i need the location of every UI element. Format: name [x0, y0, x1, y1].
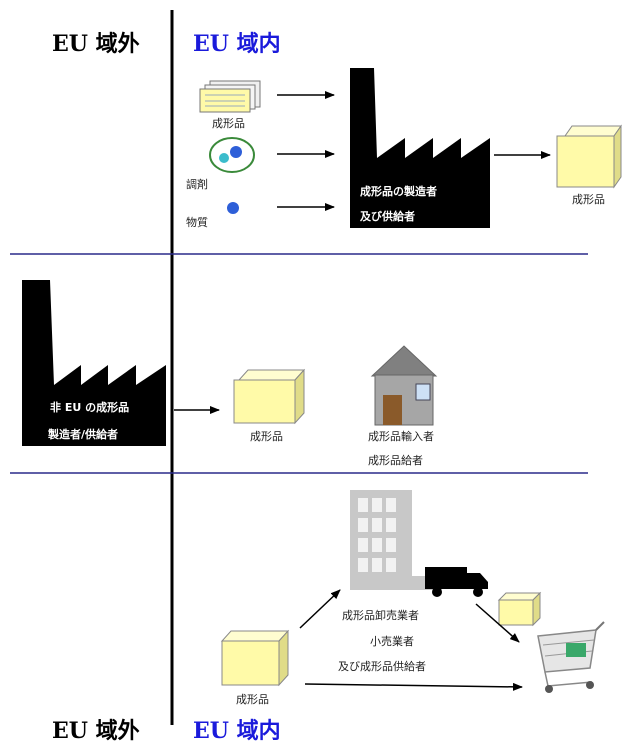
article-box-label: 成形品 — [236, 693, 269, 706]
non-eu-factory-label-line2: 製造者/供給者 — [47, 427, 118, 441]
factory-label-line1: 成形品の製造者 — [360, 184, 437, 198]
preparation-icon — [209, 137, 255, 173]
imported-article-box-icon — [233, 368, 306, 425]
non-eu-factory-label-line1: 非 EU の成形品 — [50, 400, 129, 414]
substance-icon — [227, 202, 239, 214]
header-eu-outside-bottom: EU 域外 — [52, 718, 140, 744]
non-eu-factory-icon — [22, 280, 166, 446]
factory-icon — [350, 68, 490, 228]
article-label: 成形品 — [212, 117, 245, 130]
supplier-label: 成形品給者 — [368, 453, 423, 467]
other-supplier-label: 及び成形品供給者 — [338, 659, 426, 673]
header-eu-inside-top: EU 域内 — [193, 31, 281, 57]
header-eu-inside-bottom: EU 域内 — [193, 718, 281, 744]
arrow-direct-to-consumer — [304, 682, 523, 691]
factory-label-line2: 及び供給者 — [360, 209, 415, 223]
arrow-to-distributor — [299, 589, 341, 629]
article-documents-icon — [199, 80, 261, 113]
retailer-label: 小売業者 — [370, 635, 414, 648]
importer-label: 成形品輸入者 — [368, 429, 434, 443]
header-eu-outside-top: EU 域外 — [52, 31, 140, 57]
shopping-cart-icon — [537, 621, 605, 693]
preparation-label: 調剤 — [186, 177, 208, 191]
substance-label: 物質 — [186, 215, 208, 229]
product-box-icon — [556, 124, 622, 189]
distributor-label: 成形品卸売業者 — [342, 608, 419, 622]
article-box-icon — [220, 629, 290, 687]
imported-article-label: 成形品 — [250, 430, 283, 443]
importer-house-icon — [370, 345, 438, 426]
arrow-distributor-to-consumer — [475, 603, 520, 643]
product-label: 成形品 — [572, 193, 605, 206]
retail-box-icon — [497, 591, 542, 627]
delivery-truck-icon — [425, 567, 488, 597]
